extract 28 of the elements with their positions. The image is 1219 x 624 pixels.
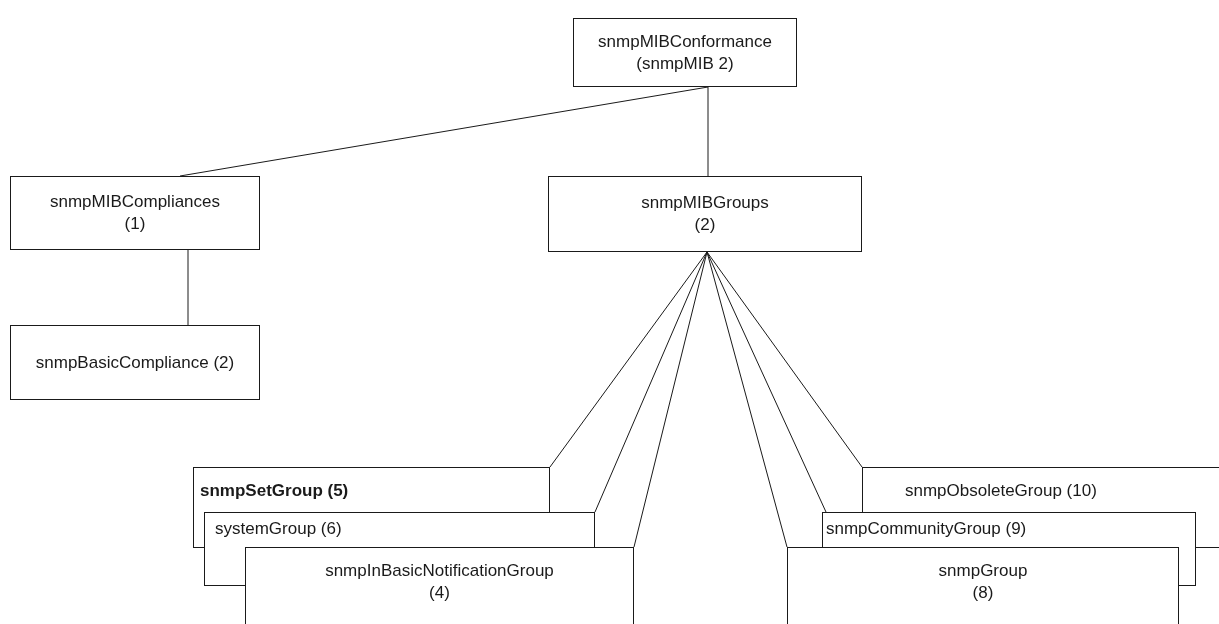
node-label: snmpInBasicNotificationGroup (4) xyxy=(324,560,555,604)
tree-node-box xyxy=(822,512,1196,547)
node-label: systemGroup (6) xyxy=(215,518,342,540)
connector-line xyxy=(633,251,708,548)
node-label: snmpMIBConformance (snmpMIB 2) xyxy=(597,30,773,75)
tree-node-box xyxy=(548,176,862,252)
tree-node-box xyxy=(862,467,1219,512)
tree-node-box xyxy=(10,176,260,250)
node-label: snmpGroup (8) xyxy=(938,560,1028,604)
connector-line xyxy=(594,251,708,513)
connector-line xyxy=(706,251,827,513)
node-label: snmpSetGroup (5) xyxy=(200,480,349,502)
node-label: snmpMIBGroups (2) xyxy=(640,192,770,236)
tree-node-box xyxy=(193,467,550,512)
tree-node-box xyxy=(204,512,595,547)
connector-line xyxy=(706,251,863,468)
tree-node-box xyxy=(10,325,260,400)
tree-node-box xyxy=(787,547,1179,624)
connector-line xyxy=(707,86,709,177)
node-label: snmpMIBCompliances (1) xyxy=(48,191,222,235)
connector-line xyxy=(706,251,788,548)
node-label: snmpCommunityGroup (9) xyxy=(826,518,1027,540)
node-label: snmpObsoleteGroup (10) xyxy=(905,480,1097,502)
connector-line xyxy=(187,249,189,326)
tree-node-box xyxy=(573,18,797,87)
tree-node-box xyxy=(245,547,634,624)
node-label: snmpBasicCompliance (2) xyxy=(35,351,235,374)
connector-line xyxy=(549,251,708,468)
